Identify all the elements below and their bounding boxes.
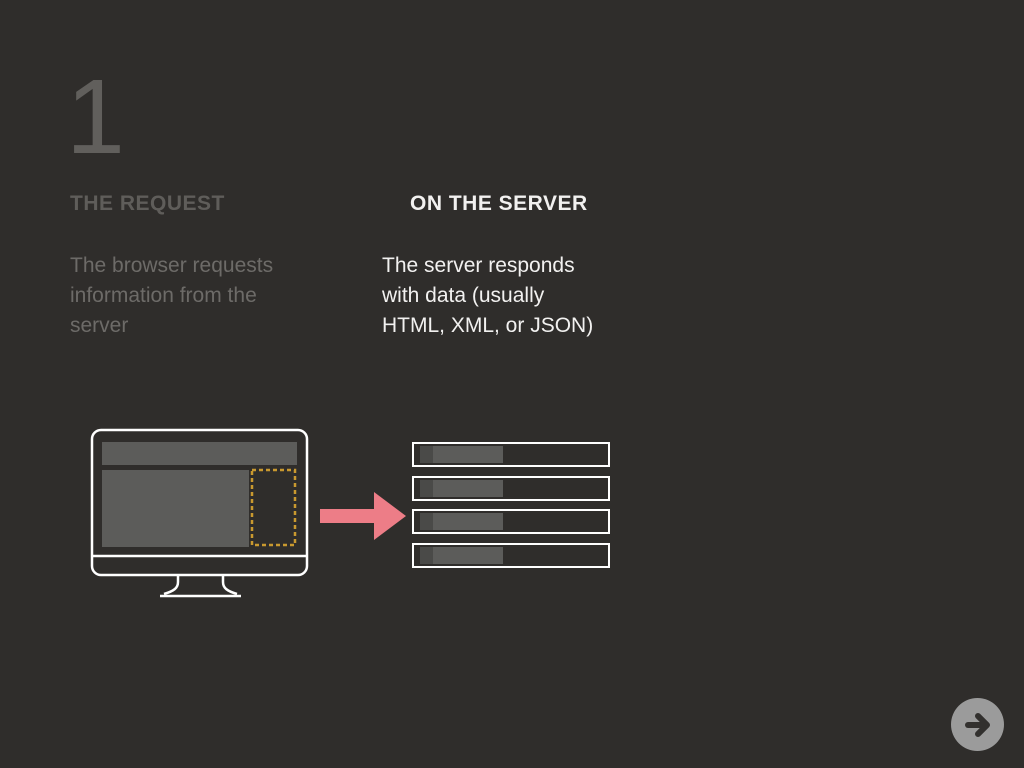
server-drive-bar — [420, 480, 503, 497]
left-body-line: The browser requests — [70, 254, 274, 277]
server-drive-bar — [420, 547, 503, 564]
server-slot — [412, 509, 610, 534]
arrow-right-icon — [964, 712, 990, 737]
server-drive-cap — [420, 446, 433, 463]
left-body-line: information from the — [70, 284, 257, 307]
server-drive-bar — [420, 513, 503, 530]
left-column-heading: THE REQUEST — [70, 192, 225, 215]
server-slot — [412, 476, 610, 501]
browser-monitor-illustration — [90, 428, 309, 598]
right-column-heading: ON THE SERVER — [410, 192, 588, 215]
right-body-line: with data (usually — [382, 284, 545, 307]
request-arrow-icon — [320, 492, 406, 540]
server-drive-cap — [420, 547, 433, 564]
right-body-line: The server responds — [382, 254, 575, 277]
highlighted-sidebar-dashed — [250, 468, 297, 547]
server-drive-cap — [420, 513, 433, 530]
screen-header-bar — [102, 442, 297, 465]
left-body-line: server — [70, 314, 129, 337]
right-body-line: HTML, XML, or JSON) — [382, 314, 594, 337]
monitor-stand-right-leg — [221, 576, 238, 596]
monitor-stand-left-leg — [163, 576, 180, 596]
left-column-body: The browser requests information from th… — [70, 251, 273, 341]
screen-content-block — [102, 470, 249, 547]
server-drive-cap — [420, 480, 433, 497]
server-drive-bar — [420, 446, 503, 463]
server-slot — [412, 442, 610, 467]
right-column-body: The server responds with data (usually H… — [382, 251, 593, 341]
monitor-frame — [90, 428, 309, 577]
next-slide-button[interactable] — [951, 698, 1004, 751]
step-number: 1 — [66, 58, 125, 176]
server-slot — [412, 543, 610, 568]
